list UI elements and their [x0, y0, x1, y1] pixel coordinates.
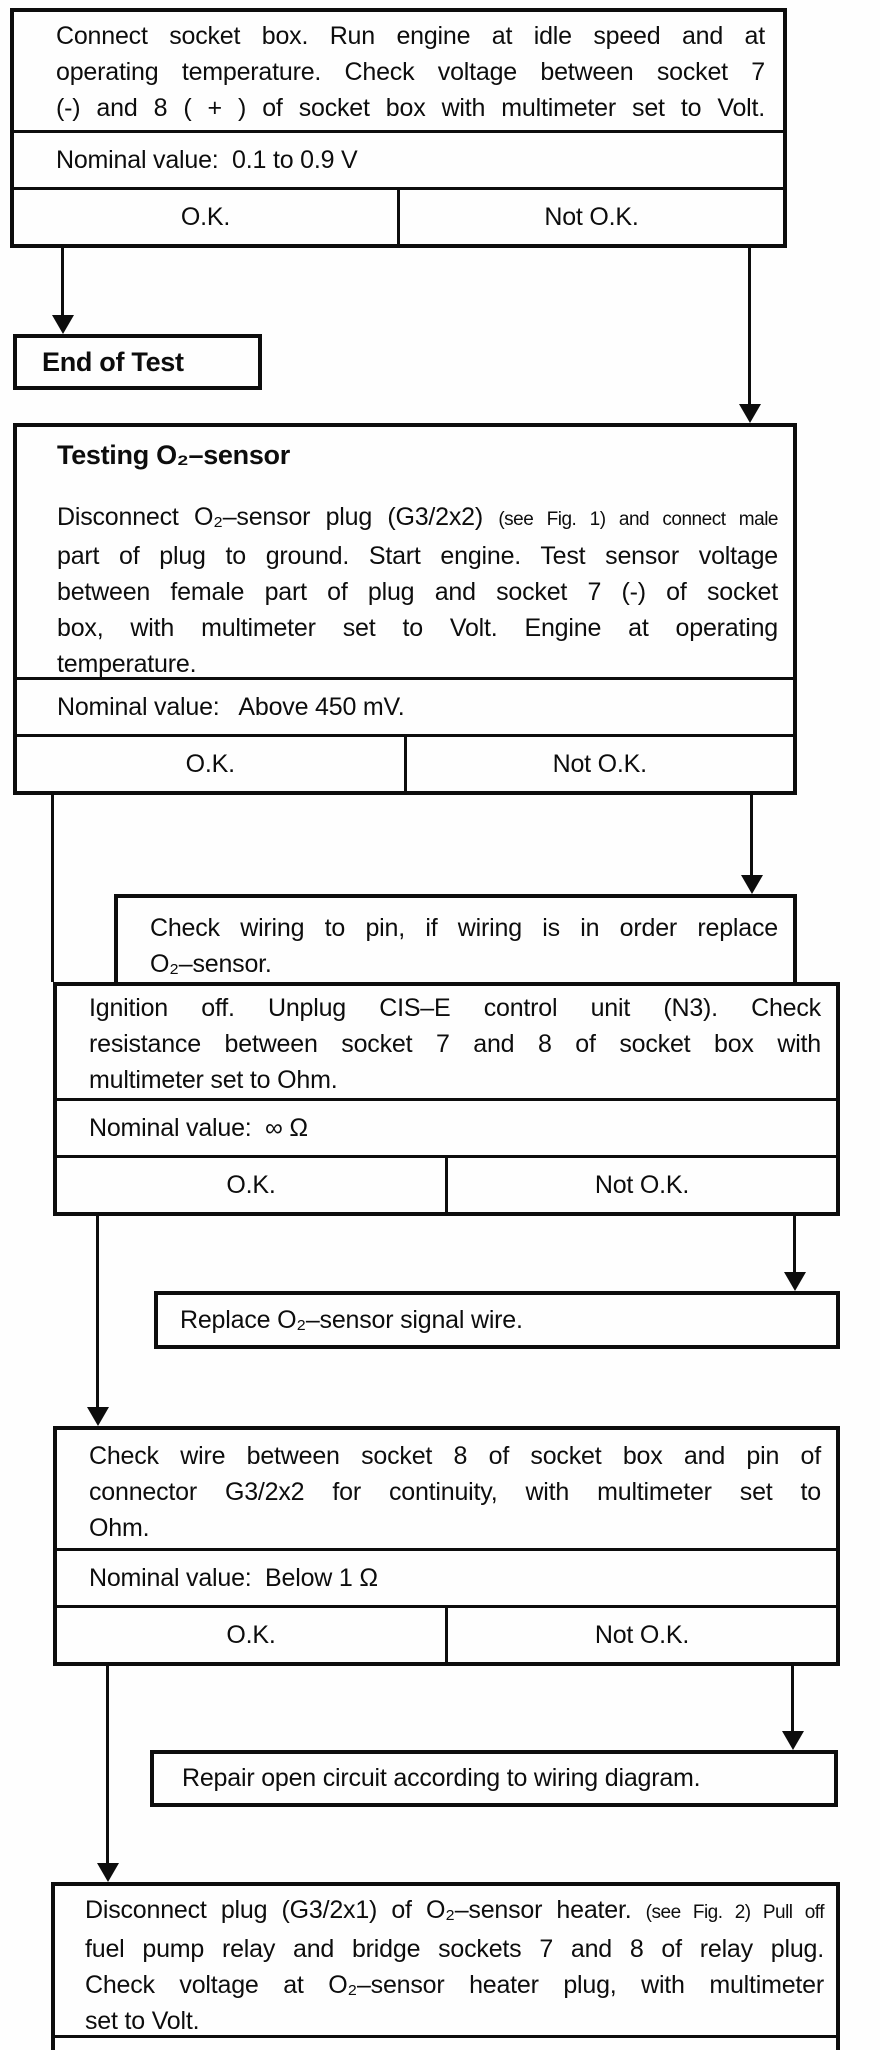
flow-connector — [748, 248, 751, 404]
action-box-replace-wire: Replace O₂–sensor signal wire. — [154, 1291, 840, 1349]
not-ok-cell: Not O.K. — [445, 1158, 836, 1212]
desc-line: temperature. — [57, 650, 197, 677]
nominal-value-row: Nominal value: Below 1 Ω — [57, 1548, 836, 1605]
desc-line: (-) and 8 ( + ) of socket box with multi… — [56, 94, 765, 122]
nominal-value-row: Nominal value: Above 450 mV. — [17, 677, 793, 734]
flow-connector — [51, 795, 54, 982]
desc-line: Connect socket box. Run engine at idle s… — [56, 22, 765, 50]
not-ok-cell: Not O.K. — [397, 190, 783, 244]
next-row-divider — [55, 2035, 836, 2050]
flow-connector — [791, 1666, 794, 1731]
step-description: Testing O₂–sensor Disconnect O₂–sensor p… — [17, 427, 793, 677]
step-description: Ignition off. Unplug CIS–E control unit … — [57, 986, 836, 1098]
result-row: O.K. Not O.K. — [57, 1605, 836, 1662]
step-box-voltage-test: Connect socket box. Run engine at idle s… — [10, 8, 787, 248]
desc-line: Ohm. — [89, 1514, 150, 1542]
desc-line: fuel pump relay and bridge sockets 7 and… — [85, 1935, 824, 1963]
action-box-repair-circuit: Repair open circuit according to wiring … — [150, 1750, 838, 1807]
nominal-value-row: Nominal value: 0.1 to 0.9 V — [14, 130, 783, 187]
desc-line: Ignition off. Unplug CIS–E control unit … — [89, 994, 821, 1022]
step-description: Disconnect plug (G3/2x1) of O₂–sensor he… — [55, 1886, 836, 2035]
step-box-resistance-test: Ignition off. Unplug CIS–E control unit … — [53, 982, 840, 1216]
step-title: Testing O₂–sensor — [57, 440, 290, 470]
desc-line: Check wire between socket 8 of socket bo… — [89, 1442, 821, 1470]
arrow-down-icon — [86, 1407, 109, 1426]
desc-line: resistance between socket 7 and 8 of soc… — [89, 1030, 821, 1058]
ok-cell: O.K. — [226, 1620, 276, 1649]
arrow-down-icon — [740, 875, 763, 894]
desc-line: multimeter set to Ohm. — [89, 1066, 338, 1094]
see-fig-note: (see Fig. 1) and connect male — [498, 509, 778, 530]
arrow-down-icon — [738, 404, 761, 423]
step-description: Check wire between socket 8 of socket bo… — [57, 1430, 836, 1548]
flow-connector — [750, 795, 753, 875]
flow-connector — [106, 1666, 109, 1863]
result-row: O.K. Not O.K. — [57, 1155, 836, 1212]
desc-line: Disconnect O₂–sensor plug (G3/2x2) (see … — [57, 503, 778, 531]
desc-line: connector G3/2x2 for continuity, with mu… — [89, 1478, 821, 1506]
see-fig-note: (see Fig. 2) Pull off — [645, 1902, 825, 1923]
ok-cell: O.K. — [180, 202, 231, 231]
result-row: O.K. Not O.K. — [17, 734, 793, 791]
desc-line: Disconnect plug (G3/2x1) of O₂–sensor he… — [85, 1896, 825, 1924]
desc-line: Check voltage at O₂–sensor heater plug, … — [85, 1971, 824, 1999]
ok-cell: O.K. — [185, 749, 235, 778]
desc-line: box, with multimeter set to Volt. Engine… — [57, 614, 778, 642]
arrow-down-icon — [783, 1272, 806, 1291]
end-of-test-box: End of Test — [13, 334, 262, 390]
step-description: Check wiring to pin, if wiring is in ord… — [118, 898, 793, 998]
step-box-continuity-test: Check wire between socket 8 of socket bo… — [53, 1426, 840, 1666]
arrow-down-icon — [96, 1863, 119, 1882]
step-box-heater-test: Disconnect plug (G3/2x1) of O₂–sensor he… — [51, 1882, 840, 2050]
flow-connector — [793, 1216, 796, 1272]
desc-line: part of plug to ground. Start engine. Te… — [57, 542, 778, 570]
desc-line: Check wiring to pin, if wiring is in ord… — [150, 914, 778, 942]
step-description: Connect socket box. Run engine at idle s… — [14, 12, 783, 130]
nominal-value-row: Nominal value: ∞ Ω — [57, 1098, 836, 1155]
ok-cell: O.K. — [226, 1170, 276, 1199]
desc-line: set to Volt. — [85, 2007, 200, 2035]
flow-connector — [61, 248, 64, 315]
flow-connector — [96, 1216, 99, 1407]
desc-line: between female part of plug and socket 7… — [57, 578, 778, 606]
result-row: O.K. Not O.K. — [14, 187, 783, 244]
arrow-down-icon — [51, 315, 74, 334]
arrow-down-icon — [781, 1731, 804, 1750]
desc-line: O₂–sensor. — [150, 950, 272, 978]
desc-line: operating temperature. Check voltage bet… — [56, 58, 765, 86]
not-ok-cell: Not O.K. — [403, 737, 794, 791]
not-ok-cell: Not O.K. — [445, 1608, 836, 1662]
step-box-sensor-test: Testing O₂–sensor Disconnect O₂–sensor p… — [13, 423, 797, 795]
